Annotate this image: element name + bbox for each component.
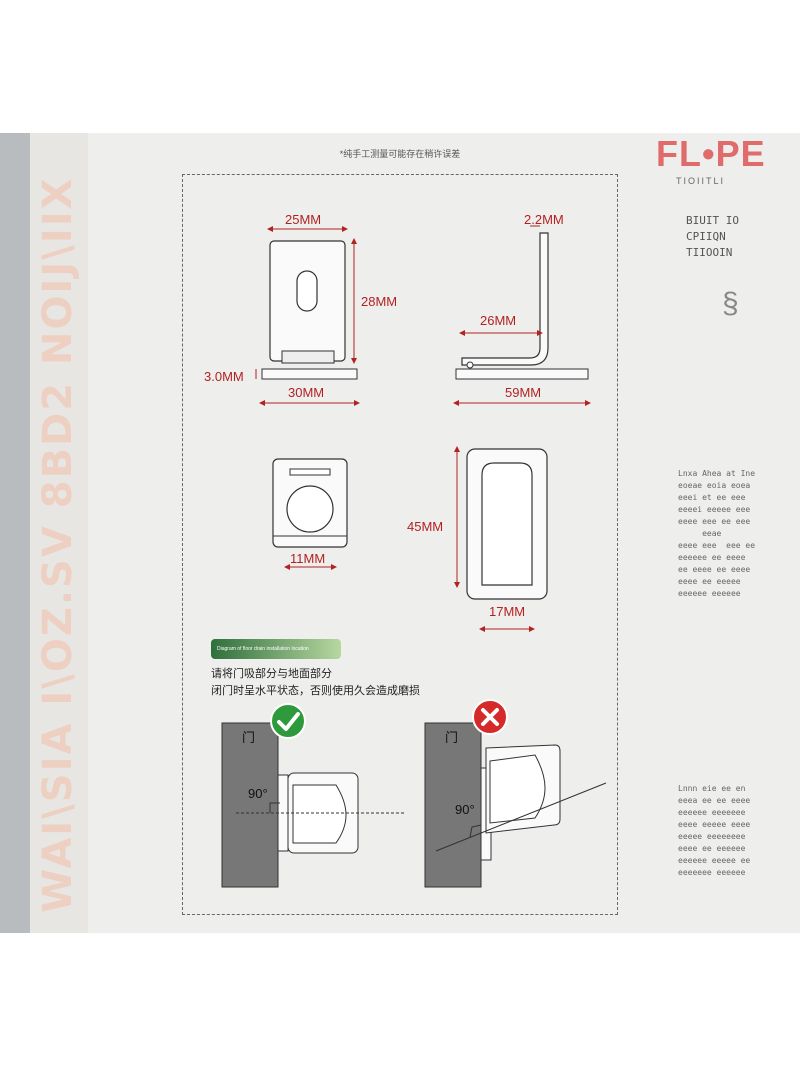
hole-view: 11MM (272, 458, 348, 570)
correct-door-label: 门 (242, 730, 255, 745)
correct-installation: 门 90° (221, 703, 404, 888)
measurement-note: *纯手工测量可能存在稍许误差 (339, 149, 461, 159)
decor-text-block-2: Lnnn eie ee en eeea ee ee eeee eeeeee ee… (678, 784, 751, 877)
dim-top-height: 45MM (407, 519, 443, 534)
wrong-installation: 门 90° (424, 699, 607, 888)
cross-icon (472, 699, 508, 735)
brand-line: BIUIT IO (686, 214, 739, 227)
dim-front-height: 28MM (361, 294, 397, 309)
dim-side-length: 59MM (505, 385, 541, 400)
instruction-line: 闭门时呈水平状态，否则使用久会造成磨损 (211, 685, 420, 697)
left-decor-band (0, 133, 30, 933)
diagram-frame (182, 174, 618, 915)
top-view: 45MM 17MM (407, 446, 548, 632)
install-instructions: 请将门吸部分与地面部分 闭门时呈水平状态，否则使用久会造成磨损 (211, 666, 420, 700)
left-decor-band-light (30, 133, 88, 933)
dim-side-inner: 26MM (480, 313, 516, 328)
brand-line: CPIIQN (686, 230, 726, 243)
side-view: 2.2MM 26MM 59MM (453, 212, 591, 406)
correct-angle-label: 90° (248, 786, 268, 801)
dim-hole: 11MM (290, 551, 325, 566)
wrong-angle-label: 90° (455, 802, 475, 817)
brand-lines: BIUIT IO CPIIQN TIIOOIN (686, 213, 739, 261)
decor-text-block-1: Lnxa Ahea at Ine eoeae eoia eoea eeei et… (678, 469, 756, 598)
brand-logo: FL•PE (656, 133, 766, 174)
dim-front-width: 25MM (285, 212, 321, 227)
dim-base-thickness: 3.0MM (204, 369, 244, 384)
dim-side-thickness: 2.2MM (524, 212, 564, 227)
wrong-door-label: 门 (445, 730, 458, 745)
product-diagram-canvas: WAI\SIA I\OZ.SV 8BD2 NOIJ\IIX *纯手工测量可能存在… (0, 133, 800, 933)
technical-drawing: 25MM 28MM 3.0MM 30MM 2.2MM 26MM 59MM 11M… (204, 212, 607, 888)
brand-subtitle: TIOIITLI (676, 176, 726, 186)
dim-base-width: 30MM (288, 385, 324, 400)
dim-top-width: 17MM (489, 604, 525, 619)
brand-symbol-icon: § (722, 287, 739, 320)
install-location-tag: Diagram of floor drain installation loca… (211, 639, 341, 659)
brand-line: TIIOOIN (686, 246, 733, 259)
check-icon (270, 703, 306, 739)
instruction-line: 请将门吸部分与地面部分 (211, 668, 332, 680)
front-view: 25MM 28MM 3.0MM 30MM (204, 212, 397, 406)
